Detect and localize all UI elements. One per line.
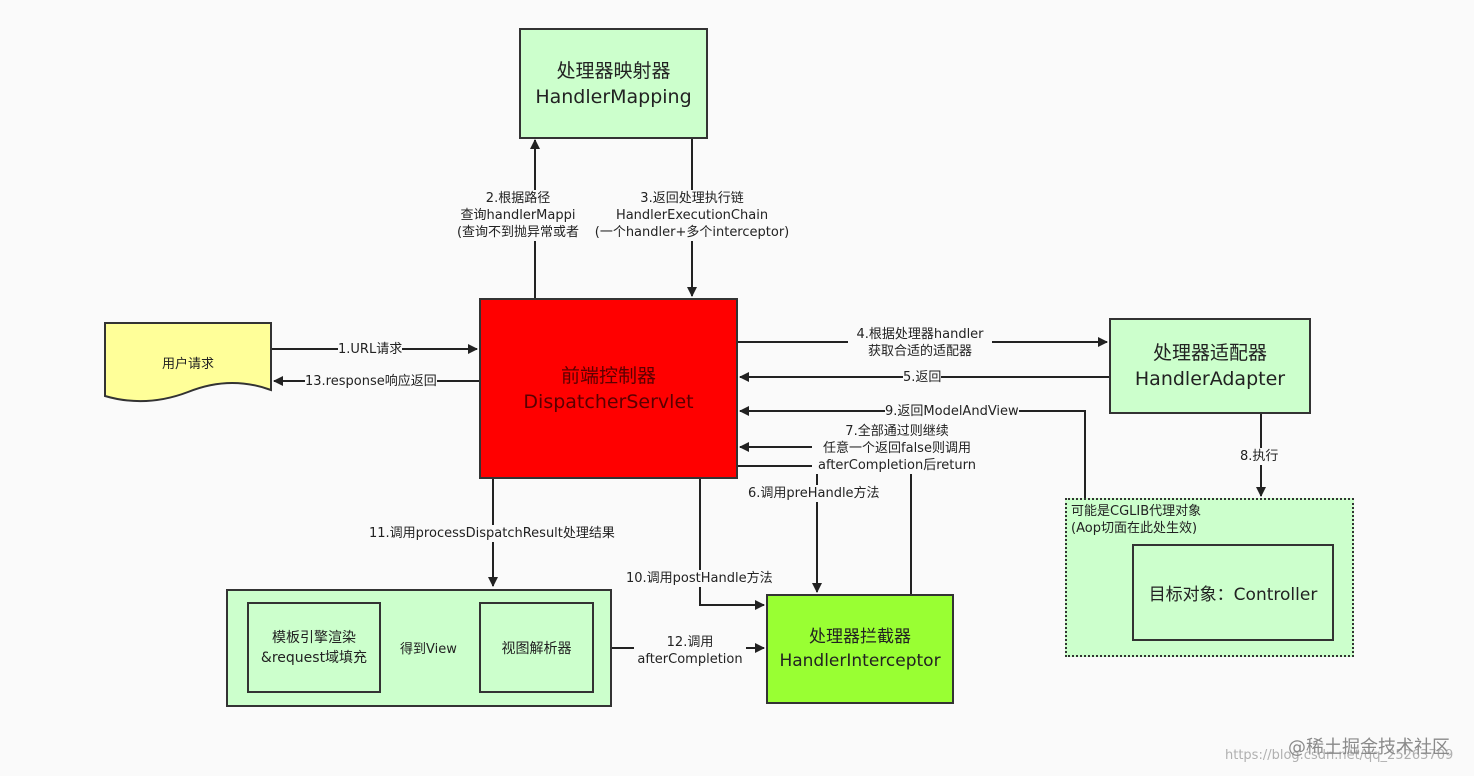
edge-7-line3: afterCompletion后return <box>818 458 976 473</box>
handler-mapping-node: 处理器映射器 HandlerMapping <box>519 28 708 139</box>
template-engine-node: 模板引擎渲染 &request域填充 <box>247 602 381 693</box>
edge-12-line1: 12.调用 <box>666 635 714 650</box>
edge-12-label: 12.调用 afterCompletion <box>634 634 746 668</box>
handler-adapter-title: 处理器适配器 <box>1152 342 1267 364</box>
cglib-label: 可能是CGLIB代理对象 (Aop切面在此处生效) <box>1071 503 1201 537</box>
edge-11-label: 11.调用processDispatchResult处理结果 <box>369 525 615 542</box>
cglib-label-line1: 可能是CGLIB代理对象 <box>1071 504 1202 519</box>
edge-view-label: 得到View <box>400 641 457 658</box>
dispatcher-servlet-node: 前端控制器 DispatcherServlet <box>479 298 738 479</box>
juejin-watermark: @稀土掘金技术社区 <box>1288 737 1450 758</box>
dispatcher-title: 前端控制器 <box>560 364 656 387</box>
edge-10-line <box>699 479 765 610</box>
edge-3-label: 3.返回处理执行链 HandlerExecutionChain (一个handl… <box>592 190 792 241</box>
handler-interceptor-node: 处理器拦截器 HandlerInterceptor <box>766 594 954 704</box>
edge-9-line <box>739 406 1086 498</box>
edge-13-label: 13.response响应返回 <box>305 373 437 390</box>
edge-2-line2: 查询handlerMappi <box>460 208 576 223</box>
handler-mapping-subtitle: HandlerMapping <box>535 85 692 108</box>
handler-adapter-subtitle: HandlerAdapter <box>1134 368 1286 390</box>
view-resolver-node: 视图解析器 <box>479 602 594 693</box>
edge-9-label: 9.返回ModelAndView <box>885 403 1019 420</box>
edge-6-label: 6.调用preHandle方法 <box>748 485 880 502</box>
csdn-watermark: https://blog.csdn.net/qq_25263709 <box>1225 748 1454 763</box>
controller-node: 目标对象：Controller <box>1132 544 1334 641</box>
edge-12-line2: afterCompletion <box>637 652 743 667</box>
edge-2-line3: (查询不到抛异常或者 <box>456 225 580 240</box>
edge-7-line2: 任意一个返回false则调用 <box>823 441 971 456</box>
edge-8-label: 8.执行 <box>1240 448 1279 465</box>
edge-2-line1: 2.根据路径 <box>485 191 551 206</box>
edge-10-label: 10.调用postHandle方法 <box>626 570 773 587</box>
edge-4-line1: 4.根据处理器handler <box>856 327 984 342</box>
edge-4-line2: 获取合适的适配器 <box>867 344 972 359</box>
template-engine-line2: &request域填充 <box>260 649 368 666</box>
edge-1-label: 1.URL请求 <box>338 341 403 358</box>
user-request-label: 用户请求 <box>161 357 214 372</box>
edge-7-label: 7.全部通过则继续 任意一个返回false则调用 afterCompletion… <box>812 423 982 474</box>
controller-label: 目标对象：Controller <box>1148 585 1318 605</box>
edge-4-label: 4.根据处理器handler 获取合适的适配器 <box>848 326 992 360</box>
view-resolver-label: 视图解析器 <box>501 640 572 657</box>
edge-3-line3: (一个handler+多个interceptor) <box>594 225 790 240</box>
edge-2-label: 2.根据路径 查询handlerMappi (查询不到抛异常或者 <box>452 190 584 241</box>
dispatcher-subtitle: DispatcherServlet <box>523 390 694 413</box>
handler-mapping-title: 处理器映射器 <box>556 59 671 82</box>
edge-5-label: 5.返回 <box>903 369 942 386</box>
template-engine-line1: 模板引擎渲染 <box>272 629 356 646</box>
handler-adapter-node: 处理器适配器 HandlerAdapter <box>1109 318 1311 414</box>
edge-3-line2: HandlerExecutionChain <box>615 208 769 223</box>
cglib-label-line2: (Aop切面在此处生效) <box>1071 521 1198 536</box>
edge-7-line1: 7.全部通过则继续 <box>845 424 949 439</box>
edge-3-line1: 3.返回处理执行链 <box>640 191 744 206</box>
interceptor-title: 处理器拦截器 <box>809 627 911 647</box>
interceptor-subtitle: HandlerInterceptor <box>779 651 941 671</box>
